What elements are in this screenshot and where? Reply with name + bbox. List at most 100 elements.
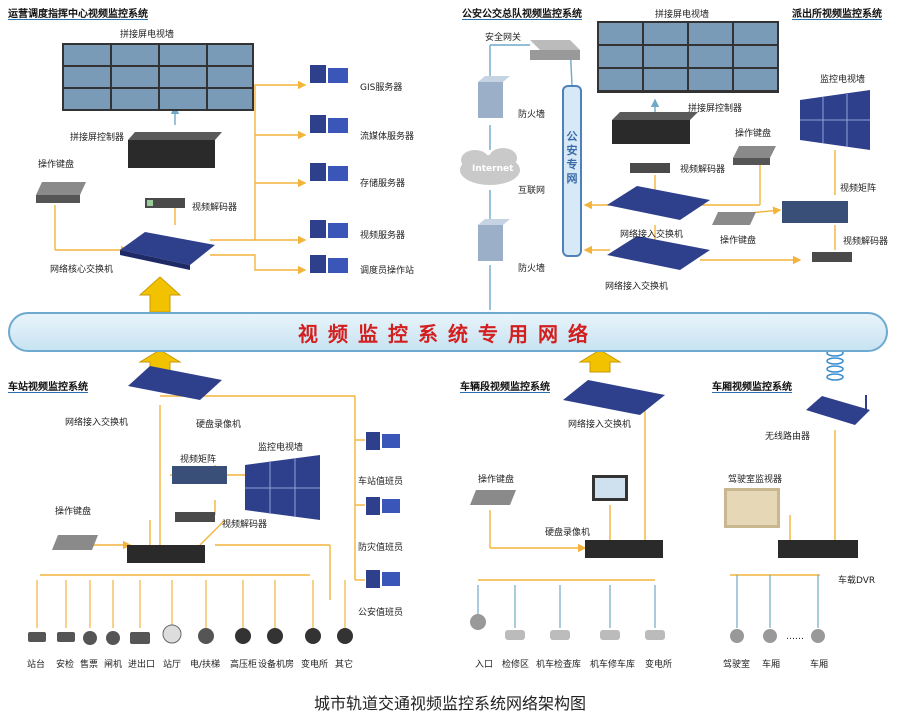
uplink-arrows (138, 276, 622, 373)
police-switch-2 (607, 236, 710, 270)
station-camera-label-10: 其它 (335, 660, 354, 670)
depot-camera-label-0: 入口 (475, 660, 494, 670)
vehicle-dvr-label: 车载DVR (838, 576, 876, 586)
diagram-caption: 城市轨道交通视频监控系统网络架构图 (313, 694, 586, 713)
internet-label: 互联网 (518, 186, 546, 196)
police-dedicated-network (562, 85, 582, 257)
station-wall-label: 监控电视墙 (258, 443, 304, 453)
station-camera-label-8: 设备机房 (258, 660, 295, 670)
depot-lines (478, 410, 655, 581)
station-camera-label-7: 高压柜 (230, 660, 258, 670)
firewall-bottom-label: 防火墙 (518, 264, 546, 274)
wireless-signal-icon (826, 349, 844, 381)
police-keyboard-label: 操作键盘 (735, 129, 772, 139)
police-controller-label: 拼接屏控制器 (688, 104, 743, 114)
depot-switch (563, 380, 665, 415)
vehicle-monitor-label: 驾驶室监视器 (728, 475, 783, 485)
vehicle-lines (730, 430, 836, 576)
station-workstation-label-2: 公安值班员 (358, 608, 404, 618)
station-camera-icons (28, 624, 353, 645)
station-decoder (175, 512, 215, 522)
ops-core-switch-label: 网络核心交换机 (50, 265, 114, 275)
police-keyboard (733, 146, 776, 165)
station-switch-label: 网络接入交换机 (65, 418, 129, 428)
section-title-vehicle: 车厢视频监控系统 (712, 382, 792, 393)
station-keyboard-label: 操作键盘 (55, 507, 92, 517)
depot-keyboard-label: 操作键盘 (478, 475, 515, 485)
ops-keyboard-label: 操作键盘 (38, 160, 75, 170)
station-camera-label-4: 进出口 (128, 660, 156, 670)
ops-server-label-2: 存储服务器 (360, 179, 406, 189)
station-camera-label-2: 售票 (80, 660, 99, 670)
ops-server-label-1: 流媒体服务器 (360, 132, 415, 142)
station-matrix (172, 466, 227, 484)
sp-matrix (782, 201, 848, 223)
station-dvr (127, 545, 205, 563)
section-title-depot: 车辆段视频监控系统 (460, 382, 550, 393)
depot-camera-label-3: 机车修车库 (590, 660, 636, 670)
station-workstation-label-1: 防灾值班员 (358, 543, 404, 553)
station-camera-drops (36, 580, 346, 628)
internet-cloud-label: Internet (472, 164, 514, 174)
ops-server-label-3: 视频服务器 (360, 231, 406, 241)
station-wall (245, 455, 320, 520)
depot-camera-icons (470, 614, 665, 640)
ops-videowall (62, 43, 254, 111)
police-dedicated-network-label: 公安专网 (566, 130, 578, 185)
police-videowall (597, 21, 779, 93)
security-gateway (530, 40, 580, 60)
station-decoder-label: 视频解码器 (222, 520, 268, 530)
ops-server-label-0: GIS服务器 (360, 83, 403, 93)
station-camera-label-6: 电/扶梯 (190, 660, 221, 670)
depot-switch-label: 网络接入交换机 (568, 420, 632, 430)
police-switch1-label: 网络接入交换机 (620, 230, 684, 240)
police-videowall-label: 拼接屏电视墙 (655, 10, 710, 20)
firewall-bottom (478, 219, 510, 261)
station-camera-label-5: 站厅 (163, 660, 182, 670)
ops-decoder-label: 视频解码器 (192, 203, 238, 213)
station-workstation-label-0: 车站值班员 (358, 477, 404, 487)
police-switch-1 (607, 186, 710, 220)
station-switch (128, 366, 222, 400)
sp-wall-label: 监控电视墙 (820, 75, 866, 85)
dedicated-network-bus: 视频监控系统专用网络 (8, 312, 888, 352)
gateway-label: 安全网关 (485, 33, 522, 43)
section-title-ops: 运营调度指挥中心视频监控系统 (8, 9, 148, 20)
depot-keyboard (470, 490, 516, 505)
ops-decoder (145, 198, 185, 208)
vehicle-router (806, 395, 870, 425)
sp-decoder (812, 252, 852, 262)
station-camera-label-0: 站台 (27, 660, 46, 670)
ops-controller (128, 132, 222, 168)
depot-monitor (592, 475, 628, 501)
internet-cloud (460, 148, 520, 185)
station-matrix-label: 视频矩阵 (180, 455, 217, 465)
station-camera-label-9: 变电所 (301, 660, 329, 670)
firewall-top-label: 防火墙 (518, 110, 546, 120)
vehicle-camera-label-0: 驾驶室 (723, 660, 751, 670)
ops-videowall-label: 拼接屏电视墙 (120, 30, 175, 40)
depot-camera-label-2: 机车检查库 (536, 660, 582, 670)
station-lines (40, 395, 365, 600)
sp-keyboard-label: 操作键盘 (720, 236, 757, 246)
vehicle-camera-label-1: 车厢 (762, 660, 781, 670)
ops-lines (54, 80, 307, 275)
vehicle-router-label: 无线路由器 (765, 432, 811, 442)
sp-wall (800, 90, 870, 150)
station-camera-label-1: 安检 (56, 660, 75, 670)
police-controller (612, 112, 698, 144)
police-switch2-label: 网络接入交换机 (605, 282, 669, 292)
ops-keyboard (36, 182, 86, 203)
sp-matrix-label: 视频矩阵 (840, 184, 877, 194)
depot-camera-label-1: 检修区 (502, 660, 530, 670)
depot-camera-label-4: 变电所 (645, 660, 673, 670)
depot-dvr-label: 硬盘录像机 (545, 528, 591, 538)
vehicle-dvr (778, 540, 858, 558)
ops-core-switch (120, 232, 215, 270)
vehicle-camera-icons (730, 629, 825, 643)
section-title-police: 公安公交总队视频监控系统 (462, 9, 582, 20)
ops-server-label-4: 调度员操作站 (360, 266, 415, 276)
police-decoder (630, 163, 670, 173)
ops-server-icons (310, 65, 348, 273)
